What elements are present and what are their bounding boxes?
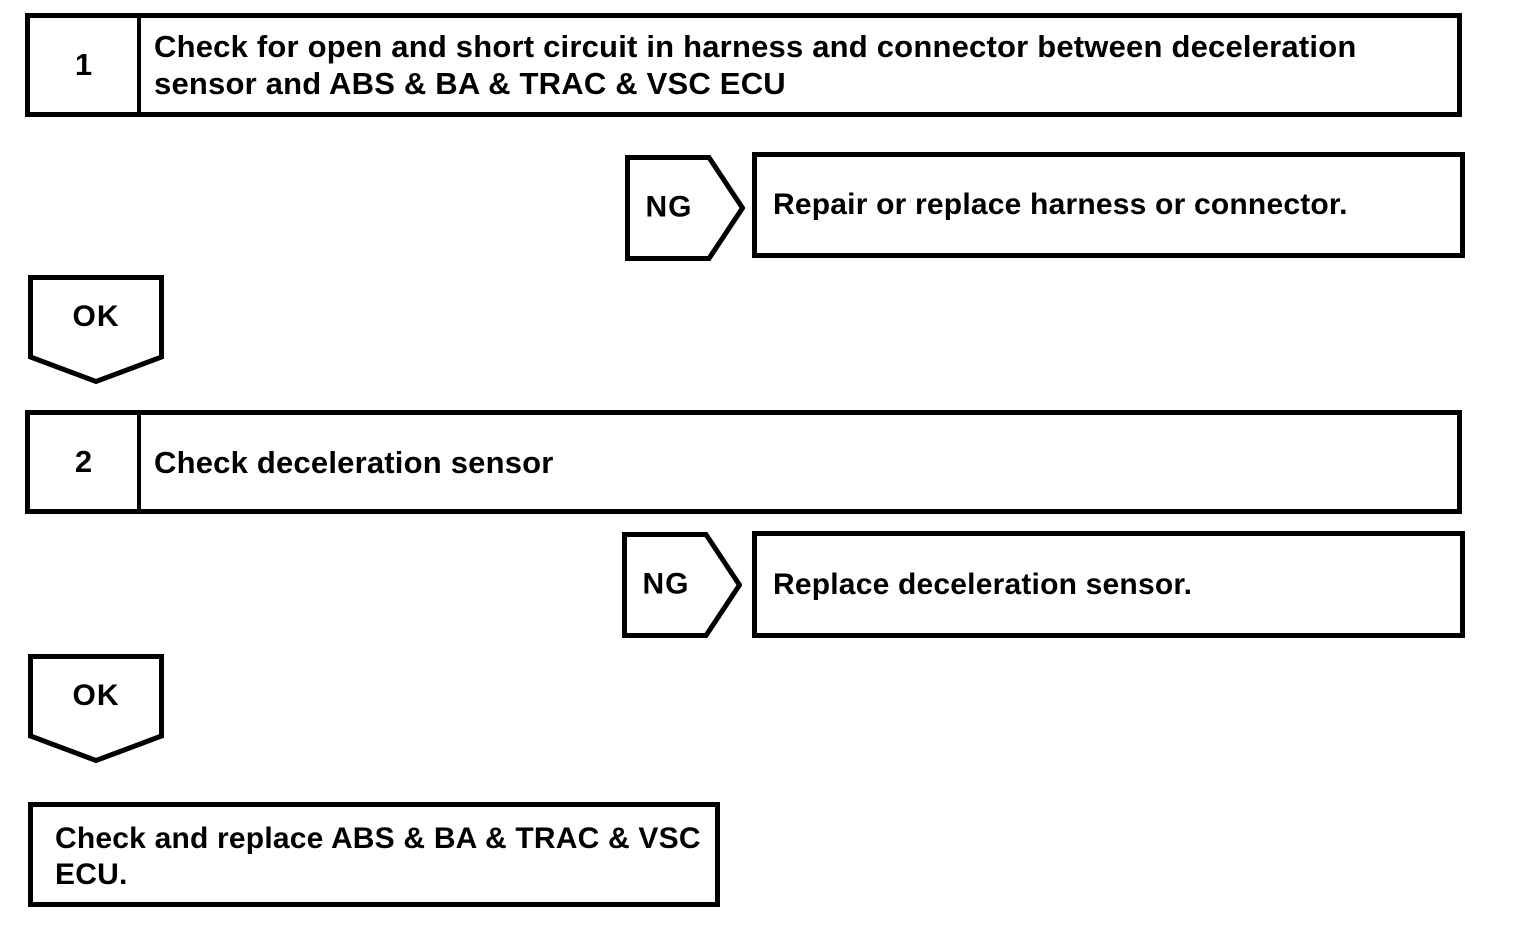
step-1-title-line-1: Check for open and short circuit in harn… (154, 29, 1357, 64)
ng-arrow-right-icon (625, 155, 745, 261)
step-1-number: 1 (30, 18, 141, 112)
step-2-number: 2 (30, 415, 141, 509)
step-2-title: Check deceleration sensor (141, 415, 554, 509)
ok-label-2: OK (72, 679, 120, 712)
final-action-line-1: Check and replace ABS & BA & TRAC & VSC (55, 822, 701, 855)
ng-arrow-right-icon (622, 532, 742, 638)
ok-connector-2: OK (28, 654, 164, 764)
ok-label-1: OK (72, 300, 120, 333)
ng-connector-1: NG (625, 155, 745, 261)
ok-arrow-down-icon (28, 654, 164, 764)
step-1-title-line-2: sensor and ABS & BA & TRAC & VSC ECU (154, 66, 786, 101)
step-2-box: 2 Check deceleration sensor (25, 410, 1462, 514)
ok-arrow-down-icon (28, 275, 164, 385)
step-1-title: Check for open and short circuit in harn… (141, 18, 1356, 112)
final-action-box: Check and replace ABS & BA & TRAC & VSC … (28, 802, 720, 907)
ok-connector-1: OK (28, 275, 164, 385)
ng-label-1: NG (645, 190, 693, 224)
ng-result-text-2: Replace deceleration sensor. (773, 567, 1193, 601)
step-1-box: 1 Check for open and short circuit in ha… (25, 13, 1462, 117)
ng-label-2: NG (642, 567, 690, 601)
ng-result-box-2: Replace deceleration sensor. (752, 531, 1465, 638)
ng-result-box-1: Repair or replace harness or connector. (752, 152, 1465, 258)
step-2-title-line-1: Check deceleration sensor (154, 444, 554, 480)
ng-result-text-1: Repair or replace harness or connector. (773, 188, 1348, 221)
ng-connector-2: NG (622, 532, 742, 638)
final-action-line-2: ECU. (55, 858, 128, 891)
